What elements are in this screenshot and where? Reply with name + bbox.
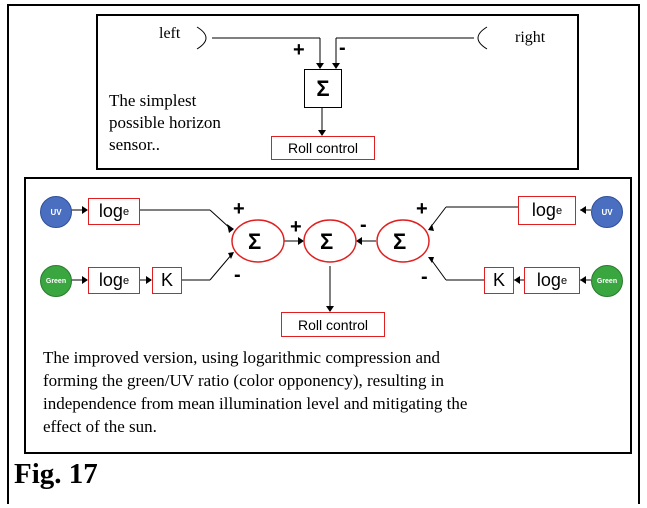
k-box-right: K [484,267,514,294]
uv-sensor-right-label: UV [601,207,613,217]
top-panel [96,14,579,170]
k-label: K [160,270,173,290]
left-sigma-symbol: Σ [248,229,262,254]
green-sensor-right: Green [591,265,623,297]
green-sensor-right-label: Green [596,277,618,285]
log-label: log [98,201,123,221]
log-label: log [536,270,561,290]
top-plus-sign: + [293,39,305,61]
top-sum-node: Σ [304,69,342,108]
log-label: log [98,270,123,290]
bottom-caption: The improved version, using logarithmic … [43,346,467,438]
bottom-caption-line: The improved version, using logarithmic … [43,348,441,367]
bottom-caption-line: effect of the sun. [43,417,157,436]
middle-sum-node [303,219,357,263]
top-caption: The simplest possible horizon sensor.. [109,90,221,156]
green-sensor-left: Green [40,265,72,297]
log-subscript: e [560,274,568,287]
left-node-plus-sign: + [233,198,245,220]
log-subscript: e [122,205,130,218]
top-caption-line: The simplest [109,91,197,110]
top-minus-sign: - [339,37,346,59]
k-box-left: K [152,267,182,294]
top-roll-control-box: Roll control [271,136,375,160]
bottom-caption-line: independence from mean illumination leve… [43,394,468,413]
right-node-plus-sign: + [416,198,428,220]
right-sum-node [376,219,430,263]
figure-frame [7,4,640,504]
top-caption-line: possible horizon [109,113,221,132]
bottom-panel [24,177,632,454]
middle-node-minus-sign: - [360,214,367,236]
left-node-minus-sign: - [234,264,241,286]
log-subscript: e [555,204,563,217]
middle-sigma-symbol: Σ [320,229,334,254]
right-node-minus-sign: - [421,266,428,288]
log-label: log [531,200,556,220]
uv-sensor-right: UV [591,196,623,228]
top-sigma-symbol: Σ [316,75,330,101]
k-label: K [492,270,505,290]
left-sum-node [231,219,285,263]
right-eye-arc [477,26,488,50]
uv-sensor-left: UV [40,196,72,228]
uv-sensor-left-label: UV [50,207,62,217]
right-sigma-symbol: Σ [393,229,407,254]
right-label: right [515,29,546,46]
green-sensor-left-label: Green [45,277,67,285]
log-subscript: e [122,274,130,287]
bottom-roll-control-box: Roll control [281,312,385,337]
bottom-caption-line: forming the green/UV ratio (color oppone… [43,371,444,390]
figure-label: Fig. 17 [14,458,98,490]
left-label: left [159,25,181,42]
top-roll-control-label: Roll control [287,140,359,156]
top-caption-line: sensor.. [109,135,160,154]
left-eye-arc [196,26,207,50]
bottom-roll-control-label: Roll control [297,316,369,333]
middle-node-plus-sign: + [290,216,302,238]
